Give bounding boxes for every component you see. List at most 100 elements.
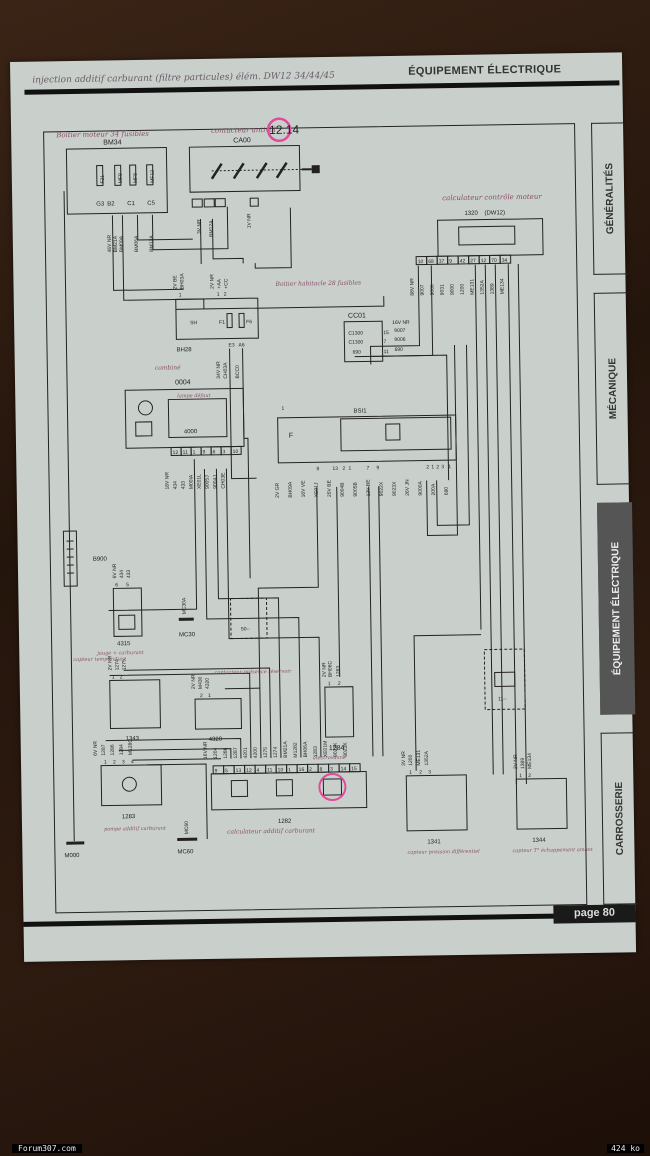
- pin: 9: [376, 465, 379, 471]
- pin: 13: [236, 768, 242, 774]
- pin: 6: [213, 449, 216, 455]
- wire-xe01j: [257, 487, 319, 759]
- pin: 7: [366, 465, 369, 471]
- wire-label: BM21A: [283, 741, 289, 758]
- pin: 9: [215, 768, 218, 774]
- wire-label: 9022K: [333, 742, 339, 757]
- wire-label: 200A: [431, 483, 437, 495]
- wire-label: M128C: [128, 739, 134, 756]
- pin: 11: [384, 349, 390, 355]
- wire-label: BM06A: [134, 235, 140, 252]
- pin: 70: [491, 258, 497, 264]
- wire-label: 18V NR: [164, 472, 170, 490]
- wire-9007: [370, 265, 421, 365]
- handwritten-note: lampe défaut: [177, 392, 211, 400]
- wire-label: 2V GR: [275, 482, 281, 497]
- handwritten-note: combiné: [155, 364, 181, 371]
- highlight-circle: [266, 117, 292, 143]
- pin: 2: [200, 693, 203, 699]
- pin: 2: [426, 464, 429, 470]
- pin: 9: [449, 259, 452, 265]
- wire-label: 4200: [253, 747, 259, 758]
- wire-ca00-a: [199, 219, 202, 265]
- ground-wire-m000: [63, 191, 75, 842]
- pin: 6: [115, 582, 118, 588]
- presence-switch-4320: 2 1 2V NR M430 4320 4320 contacteur prés…: [191, 668, 292, 743]
- wire-label: BH06A: [303, 741, 309, 758]
- wire-1287: [105, 737, 242, 759]
- handwritten-note: Boitier habitacle 28 fusibles: [274, 280, 361, 288]
- wire-label: XE01L: [196, 474, 202, 489]
- chip-icon: [230, 779, 249, 798]
- wire-label: 6V NR: [93, 741, 99, 756]
- wire-label: 1286: [223, 747, 229, 758]
- ground-mc60: MC60 MC60: [177, 821, 198, 855]
- pin: 2: [342, 466, 345, 472]
- mc30-label: MC30: [179, 632, 196, 638]
- solenoid-valve-1284: 1 2 2V NR BH06C 1283 1284 électrovanne: [313, 660, 355, 761]
- wire-1200: [474, 264, 482, 630]
- handwritten-note: Boitier moteur 34 fusibles: [55, 130, 149, 139]
- wire-label: M00IA: [188, 474, 194, 489]
- wire-m128c: [147, 763, 208, 840]
- pin: 3: [122, 759, 125, 765]
- wire-bcc0: [242, 348, 251, 579]
- pin: 8: [320, 767, 323, 773]
- wire-label: 1286: [110, 744, 116, 755]
- pin: 10: [418, 259, 424, 265]
- pin: 2: [528, 773, 531, 779]
- wire-label: CH03E: [220, 472, 226, 489]
- wire-label: 433: [126, 570, 132, 579]
- wire-bm21a: [111, 215, 184, 291]
- relay-label: F: [289, 433, 293, 440]
- wire-label: 4320: [205, 678, 211, 689]
- pin: 3: [428, 769, 431, 775]
- wire-label: 9005J: [205, 475, 211, 489]
- pin: 4: [131, 759, 134, 765]
- wire-label: 1204: [213, 747, 219, 758]
- pin: 1: [112, 674, 115, 680]
- pin: A6: [238, 342, 244, 348]
- pin: 10: [278, 767, 284, 773]
- chip-icon: [385, 423, 401, 441]
- wire-label: ME134: [527, 753, 533, 769]
- wire-label: 690: [395, 347, 404, 353]
- wire-label: BH03A: [179, 273, 185, 290]
- pin: 34: [502, 258, 508, 264]
- ignition-switch-ca00: CA00 3V NR BM12A 1V NR contacteur antivo…: [188, 117, 320, 237]
- pin: 3: [441, 464, 444, 470]
- pin: 2: [224, 292, 227, 298]
- s4320-label: 4320: [209, 737, 223, 743]
- wire-label: 1283: [336, 666, 342, 677]
- pin: 2: [309, 767, 312, 773]
- pin: 2: [120, 674, 123, 680]
- exhaust-temp-sensor-1344: 1 2 2V NR 1389 ME134 1344 capteur T° éch…: [512, 753, 593, 854]
- fuse-label: F6: [246, 319, 252, 325]
- diagram-number: 12.14: [269, 122, 300, 136]
- g4315-label: 4315: [117, 641, 131, 647]
- s1341-label: 1341: [427, 839, 441, 845]
- wire-label: 6V NR: [112, 563, 118, 578]
- cc01-inner: C1300: [348, 330, 363, 336]
- wire-label: M430: [198, 676, 204, 689]
- watermark-size: 424 ko: [607, 1144, 644, 1153]
- fuel-gauge-4315: 6 5 6V NR 434 433 4315 jauge + carburant: [96, 563, 145, 656]
- battery-b900: B900: [62, 530, 108, 587]
- pin: 3: [330, 767, 333, 773]
- wire-1286: [118, 748, 232, 759]
- wire-label: 26V JN: [405, 479, 411, 496]
- module-50: 50--: [229, 597, 268, 640]
- module-11: 11--: [483, 648, 526, 711]
- wire-label: BM21A: [113, 235, 119, 252]
- wire-1284: [132, 758, 221, 761]
- wire-label: MC60: [184, 821, 190, 835]
- fuse-box-bm34: BM34 G3 B2 C1 C5 F21 MF9 MF8 MF12 46V NR…: [55, 130, 168, 252]
- highlight-circle: [318, 773, 347, 802]
- wire-label: BH06C: [327, 660, 333, 677]
- wire-label: BM12A: [209, 220, 215, 237]
- wire-200a: [436, 344, 470, 526]
- pin-cell: [230, 445, 242, 456]
- bm34-label: BM34: [103, 139, 122, 146]
- cc01-label: CC01: [348, 312, 366, 319]
